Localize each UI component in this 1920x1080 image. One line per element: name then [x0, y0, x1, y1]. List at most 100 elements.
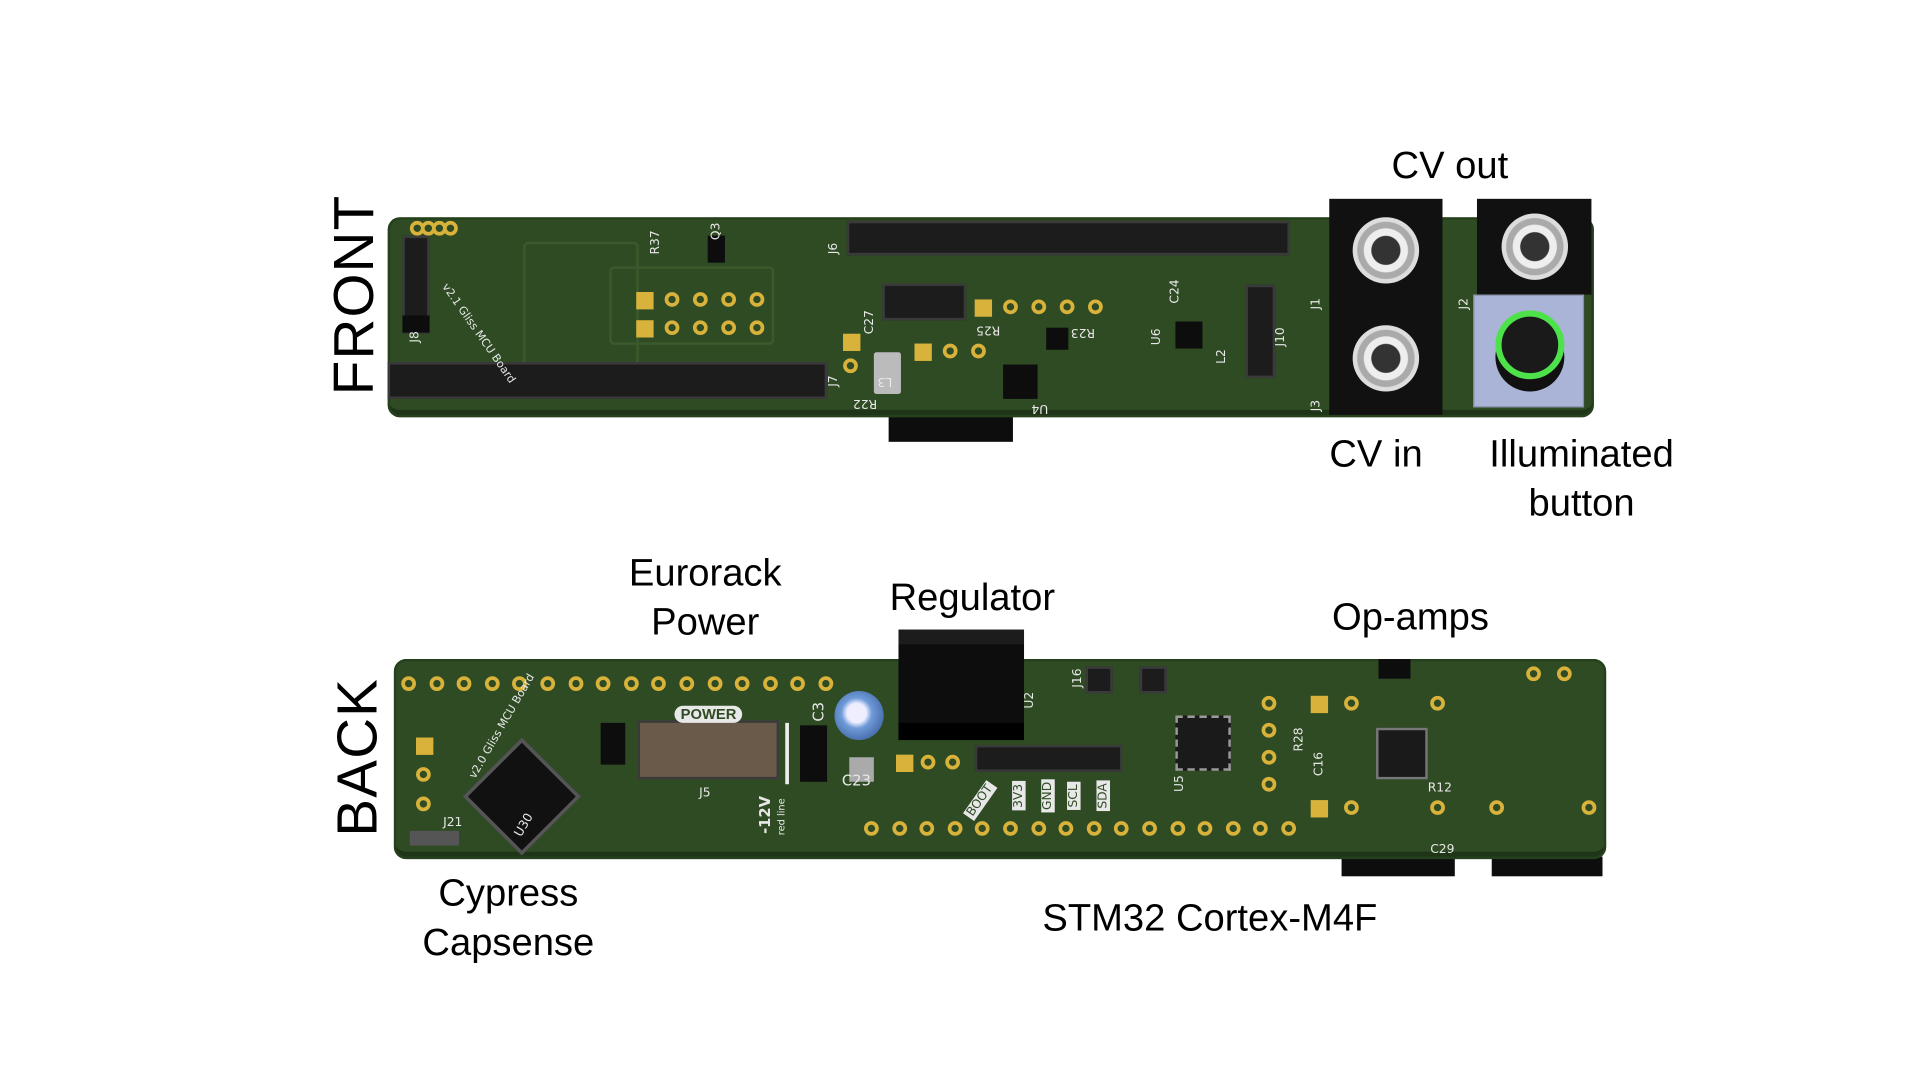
solder-pad — [1059, 299, 1075, 315]
stm32-label: STM32 Cortex-M4F — [1042, 895, 1378, 939]
solder-pad — [891, 821, 907, 836]
j16-header — [1085, 666, 1113, 694]
silk-c16: C16 — [1312, 751, 1327, 777]
solder-pad — [1225, 821, 1241, 836]
silk-power: POWER — [674, 705, 743, 723]
silk-u2: U2 — [1023, 691, 1037, 709]
j15-header — [974, 744, 1123, 772]
solder-pad — [749, 292, 765, 307]
solder-pad — [1489, 800, 1505, 815]
solder-pad — [1556, 666, 1572, 682]
silk-r37: R37 — [649, 230, 663, 255]
solder-pad — [1261, 749, 1277, 765]
solder-pad — [1430, 800, 1445, 815]
solder-pad — [595, 676, 611, 691]
solder-pad — [1031, 299, 1047, 315]
solder-pad — [790, 676, 806, 691]
solder-pad — [623, 676, 639, 691]
cv-out-jack-1 — [1329, 198, 1443, 302]
silk-sda: SDA — [1096, 780, 1111, 812]
solder-pad — [1261, 722, 1277, 738]
solder-pad — [721, 292, 737, 307]
silk-j2: J2 — [1457, 298, 1471, 310]
solder-pad — [920, 754, 936, 770]
silk-l2: L2 — [1215, 349, 1229, 364]
solder-pad — [1030, 821, 1046, 836]
inductor-l1 — [1046, 327, 1069, 350]
silk-j10: J10 — [1274, 327, 1288, 347]
solder-pad — [512, 676, 528, 691]
cv-in-jack — [1329, 301, 1443, 415]
red-line-marker — [785, 722, 789, 785]
silk-q3: Q3 — [709, 222, 724, 241]
c3-capacitor — [834, 690, 884, 741]
l3-inductor — [873, 352, 901, 394]
silk-u6: U6 — [1149, 328, 1164, 346]
cv-in-label: CV in — [1329, 432, 1423, 475]
j8-key — [402, 315, 430, 333]
illuminated-button — [1473, 294, 1585, 408]
solder-pad — [1086, 821, 1102, 836]
silk-boot: BOOT — [963, 780, 998, 822]
cv-out-jack-2 — [1476, 198, 1592, 295]
solder-pad — [664, 320, 680, 336]
cypress-capsense-label-line1: Cypress — [438, 871, 579, 915]
regulator-label: Regulator — [889, 575, 1056, 619]
solder-pad — [843, 333, 861, 352]
silk-c23: C23 — [841, 771, 871, 790]
cv-out-label: CV out — [1391, 143, 1509, 187]
pcb-trace — [609, 266, 775, 345]
solder-pad — [1003, 299, 1018, 315]
jack-nut — [1500, 213, 1568, 280]
solder-pad — [679, 676, 695, 691]
stm32-chip — [1175, 715, 1231, 771]
jack-nut — [1352, 217, 1420, 284]
regulator-component — [898, 629, 1025, 741]
silk-j8: J8 — [408, 331, 423, 343]
solder-pad — [1261, 776, 1277, 792]
u4-chip — [1003, 364, 1038, 399]
solder-pad — [735, 676, 750, 691]
solder-pad — [1003, 821, 1018, 836]
solder-pad — [818, 676, 834, 691]
silk-j6: J6 — [827, 242, 841, 255]
solder-pad — [843, 358, 858, 374]
silk-c29: C29 — [1430, 843, 1455, 857]
c23-capacitor — [849, 757, 874, 782]
op-amps-label: Op-amps — [1332, 595, 1489, 639]
solder-pad — [1169, 821, 1185, 836]
j10-header — [1245, 284, 1276, 379]
j11-header — [882, 283, 967, 321]
solder-pad — [664, 292, 680, 307]
solder-pad — [971, 343, 986, 359]
u6-chip — [1175, 321, 1203, 349]
solder-pad — [692, 320, 708, 336]
eurorack-power-label-line2: Power — [651, 600, 760, 644]
silk-l3: L3 — [877, 374, 893, 388]
silk-j5: J5 — [699, 786, 711, 801]
silk-u4: U4 — [1031, 401, 1049, 415]
solder-pad — [416, 796, 431, 812]
solder-pad — [864, 821, 879, 836]
solder-pad — [456, 676, 472, 691]
solder-pad — [1344, 695, 1359, 711]
solder-pad — [1261, 695, 1277, 711]
silk-u5: U5 — [1173, 775, 1187, 793]
j5-power-header — [637, 720, 780, 780]
solder-pad — [1344, 800, 1359, 815]
solder-pad — [416, 737, 434, 755]
silk-j21: J21 — [443, 816, 463, 830]
solder-pad — [896, 754, 914, 772]
solder-pad — [942, 343, 958, 359]
solder-pad — [1197, 821, 1213, 836]
silk-c3: C3 — [809, 702, 828, 722]
solder-pad — [762, 676, 778, 691]
solder-pad — [540, 676, 556, 691]
jack-nut — [1352, 325, 1420, 392]
front-section-label: FRONT — [321, 194, 386, 396]
back-section-label: BACK — [324, 677, 389, 837]
eurorack-power-label-line1: Eurorack — [628, 551, 782, 595]
jack-tab-1 — [1341, 856, 1455, 877]
solder-pad — [721, 320, 737, 336]
solder-pad — [945, 754, 961, 770]
